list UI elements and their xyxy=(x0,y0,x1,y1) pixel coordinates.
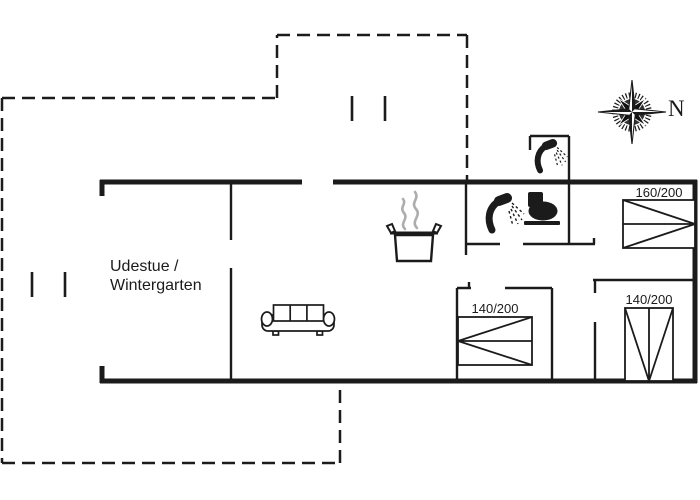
toilet-icon xyxy=(524,192,560,225)
window-mark-icon xyxy=(30,96,387,297)
bed-icon-140x200-right xyxy=(624,307,674,382)
compass-rose-icon xyxy=(597,79,667,145)
room-label-line1: Udestue / xyxy=(110,258,179,275)
cooking-pot-icon xyxy=(385,222,443,263)
interior-walls xyxy=(229,134,695,381)
bed-icon-140x200-middle xyxy=(457,316,533,366)
shower-icon xyxy=(538,143,568,170)
room-label-sunroom: Udestue / Wintergarten xyxy=(110,257,202,295)
steam-icon xyxy=(401,190,419,231)
terrace-outline xyxy=(0,33,469,465)
shower-icon xyxy=(489,198,524,230)
room-label-line2: Wintergarten xyxy=(110,277,202,294)
bed-size-label-140-middle: 140/200 xyxy=(471,301,519,316)
exterior-walls xyxy=(99,179,698,384)
bed-size-label-160: 160/200 xyxy=(635,185,683,200)
sofa-icon xyxy=(260,304,336,336)
bed-icon-160x200 xyxy=(622,199,696,249)
north-label: N xyxy=(668,96,685,121)
bed-size-label-140-right: 140/200 xyxy=(625,292,673,307)
